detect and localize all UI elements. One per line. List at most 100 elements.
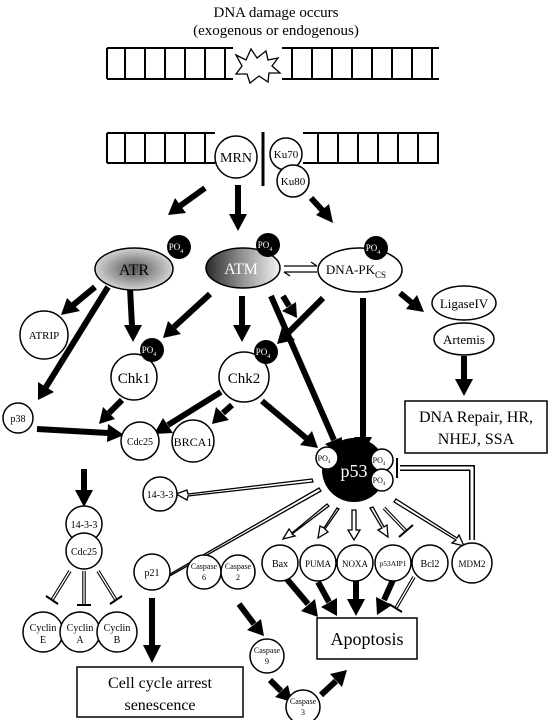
damaged-dna-strand	[106, 47, 439, 85]
chk2-po4-badge	[254, 340, 278, 364]
repair-dna-strand	[106, 132, 439, 186]
dnapk-node	[317, 247, 403, 293]
p53-po4-rb-text: PO	[373, 476, 383, 485]
cdc25-label: Cdc25	[127, 437, 153, 448]
p53-po4-rt-text: PO	[373, 456, 383, 465]
atm-po4-sub: 4	[269, 247, 272, 253]
cyclin-e-label: Cyclin	[30, 623, 57, 634]
atr-label: ATR	[119, 262, 150, 279]
atr-po4-badge	[167, 235, 191, 259]
bcl2-label: Bcl2	[421, 559, 440, 570]
apoptosis-box	[316, 617, 418, 660]
ligase-label: LigaseIV	[440, 296, 489, 311]
complex-cdc25-label: Cdc25	[71, 547, 97, 558]
dnapk-po4-sub: 4	[377, 250, 380, 256]
noxa-node	[336, 544, 374, 582]
svg-text:PO4: PO4	[373, 476, 386, 487]
p53-po4-rb-sub: 4	[383, 482, 386, 487]
ku80-node	[276, 164, 310, 198]
p53aip1-node	[374, 544, 412, 582]
chk2-label: Chk2	[228, 371, 261, 387]
chk1-node	[110, 353, 158, 401]
caspase6-node	[186, 554, 222, 590]
repair-line-2: NHEJ, SSA	[438, 431, 515, 448]
caspase3-label: Caspase	[290, 697, 317, 706]
svg-text:DNA-PKCS: DNA-PKCS	[326, 262, 386, 280]
svg-text:PO4: PO4	[142, 345, 157, 358]
ku80-label: Ku80	[281, 176, 306, 188]
p38-label: p38	[11, 414, 26, 425]
cyclin-b-letter: B	[114, 635, 121, 646]
header-line-2: (exogenous or endogenous)	[193, 23, 359, 39]
svg-text:PO4: PO4	[169, 242, 184, 255]
cyclin-b-label: Cyclin	[104, 623, 131, 634]
cyclin-a-label: Cyclin	[67, 623, 94, 634]
complex-cdc25-node	[65, 532, 103, 570]
chk2-po4-sub: 4	[267, 354, 270, 360]
cdc25-node	[120, 421, 160, 461]
atm-po4-badge	[256, 233, 280, 257]
mrn-node	[214, 135, 258, 179]
caspase2-label: Caspase	[225, 562, 252, 571]
puma-node	[299, 544, 337, 582]
caspase3-number: 3	[301, 708, 305, 717]
brca1-node	[171, 419, 215, 463]
dna-repair-box	[404, 400, 548, 454]
bax-label: Bax	[272, 559, 288, 570]
p38-node	[2, 402, 34, 434]
noxa-label: NOXA	[342, 559, 368, 569]
p21-label: p21	[145, 568, 160, 579]
p53-label: p53	[341, 461, 368, 481]
svg-text:PO4: PO4	[256, 347, 271, 360]
cell-cycle-arrest-box	[76, 666, 244, 718]
atrip-label: ATRIP	[29, 330, 60, 342]
caspase9-node	[249, 638, 285, 674]
repair-line-1: DNA Repair, HR,	[419, 409, 533, 426]
complex-14-3-3-label: 14-3-3	[71, 520, 98, 531]
mdm2-label: MDM2	[458, 559, 485, 569]
dnapk-sub: CS	[375, 270, 386, 280]
dnapk-po4: PO	[366, 243, 378, 253]
artemis-node	[433, 322, 495, 356]
atm-po4: PO	[258, 240, 270, 250]
p53-po4-left-sub: 4	[328, 460, 331, 465]
caspase6-number: 6	[202, 573, 206, 582]
chk1-label: Chk1	[118, 371, 151, 387]
break-burst-icon	[234, 47, 282, 85]
atr-node	[94, 247, 174, 291]
atrip-node	[19, 310, 69, 360]
caspase9-label: Caspase	[254, 646, 281, 655]
apoptosis-label: Apoptosis	[330, 629, 403, 649]
cyclin-e-letter: E	[40, 635, 46, 646]
cyclin-b-node	[96, 611, 138, 653]
caspase9-number: 9	[265, 657, 269, 666]
cyclin-a-letter: A	[76, 635, 84, 646]
atr-po4-sub: 4	[180, 249, 183, 255]
header-line-1: DNA damage occurs	[214, 5, 339, 21]
chk2-node	[218, 351, 270, 403]
chk1-po4-sub: 4	[153, 352, 156, 358]
arrest-line-1: Cell cycle arrest	[108, 675, 213, 692]
bcl2-node	[411, 544, 449, 582]
atm-node	[205, 247, 281, 289]
caspase2-node	[220, 554, 256, 590]
dnapk-po4-badge	[364, 236, 388, 260]
caspase2-number: 2	[236, 573, 240, 582]
puma-label: PUMA	[305, 559, 332, 569]
svg-text:PO4: PO4	[373, 456, 386, 467]
label-14-3-3: 14-3-3	[147, 490, 174, 501]
caspase3-node	[285, 689, 321, 720]
chk2-po4: PO	[256, 347, 268, 357]
mrn-label: MRN	[220, 151, 252, 166]
caspase6-label: Caspase	[191, 562, 218, 571]
p53aip1-label: p53AIP1	[379, 559, 406, 568]
p53-po4-rt-sub: 4	[383, 462, 386, 467]
svg-text:PO4: PO4	[258, 240, 273, 253]
p53-po4-left	[315, 446, 339, 470]
svg-text:PO4: PO4	[366, 243, 381, 256]
atm-label: ATM	[224, 261, 258, 278]
node-14-3-3	[142, 476, 178, 512]
p21-node	[133, 553, 171, 591]
